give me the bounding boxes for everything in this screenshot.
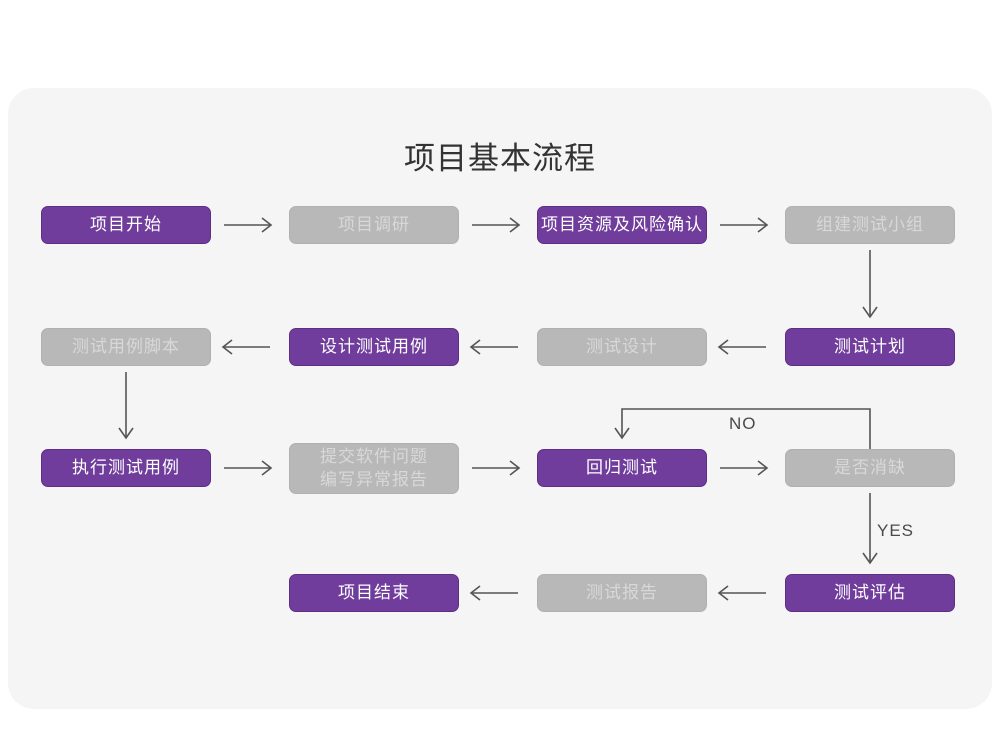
edge-label-no: NO <box>729 414 757 433</box>
node-test-evaluation[interactable]: 测试评估 <box>785 574 955 612</box>
node-regression-test[interactable]: 回归测试 <box>537 449 707 487</box>
node-defect-resolved-decision[interactable]: 是否消缺 <box>785 449 955 487</box>
node-project-research[interactable]: 项目调研 <box>289 206 459 244</box>
node-design-test-case[interactable]: 设计测试用例 <box>289 328 459 366</box>
node-project-start[interactable]: 项目开始 <box>41 206 211 244</box>
node-project-end[interactable]: 项目结束 <box>289 574 459 612</box>
node-form-test-team[interactable]: 组建测试小组 <box>785 206 955 244</box>
edge-label-yes: YES <box>877 521 915 540</box>
node-test-case-script[interactable]: 测试用例脚本 <box>41 328 211 366</box>
node-test-report[interactable]: 测试报告 <box>537 574 707 612</box>
flowchart-card <box>8 88 992 709</box>
page-title: 项目基本流程 <box>404 141 596 177</box>
node-test-design[interactable]: 测试设计 <box>537 328 707 366</box>
node-test-plan[interactable]: 测试计划 <box>785 328 955 366</box>
node-submit-issue-report[interactable]: 提交软件问题 编写异常报告 <box>289 443 459 494</box>
node-resource-risk-confirm[interactable]: 项目资源及风险确认 <box>537 206 707 244</box>
node-execute-test-case[interactable]: 执行测试用例 <box>41 449 211 487</box>
